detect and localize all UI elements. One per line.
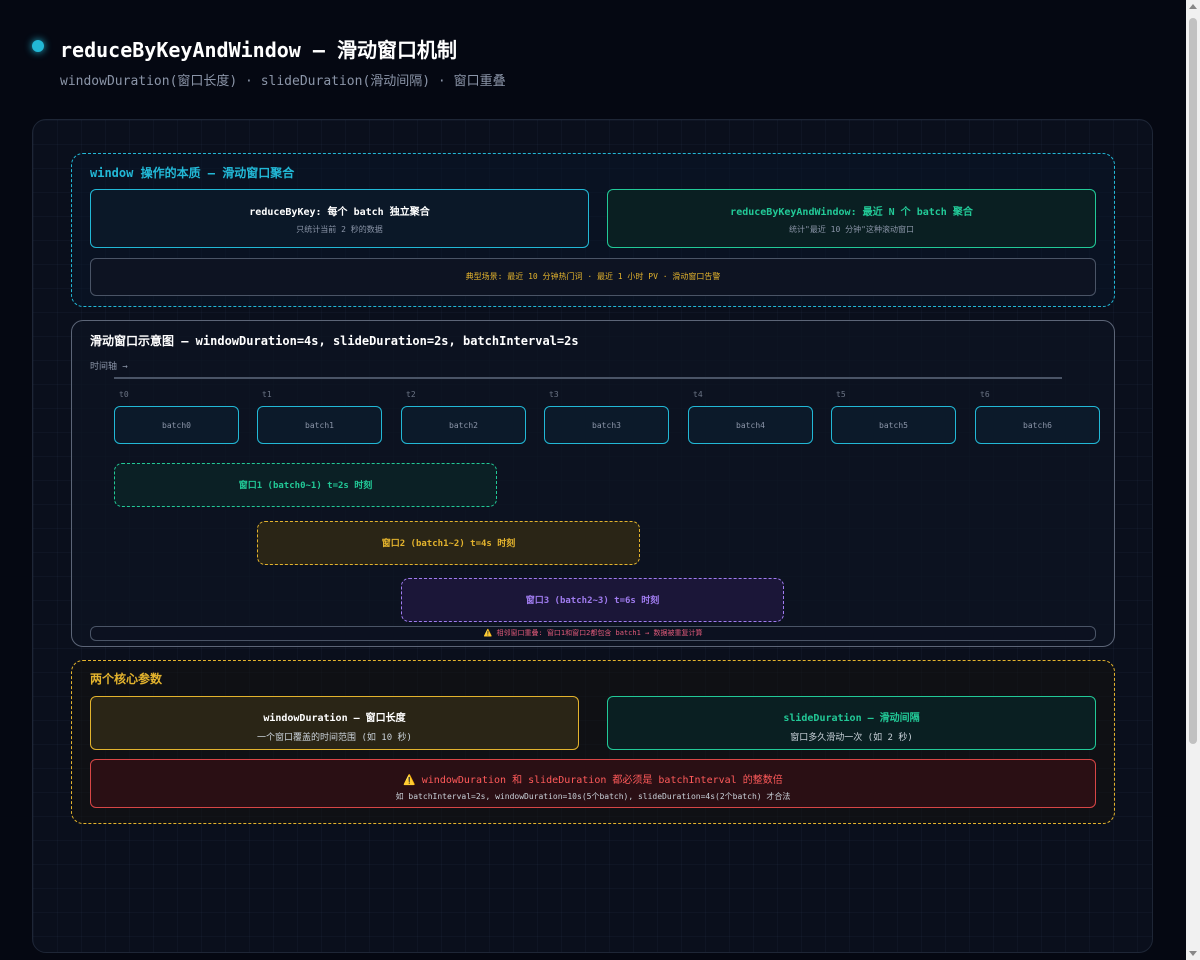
time-axis-label: 时间轴 →: [90, 362, 128, 372]
window-duration-box: windowDuration — 窗口长度 一个窗口覆盖的时间范围 (如 10 …: [90, 696, 579, 750]
tick-label: t1: [262, 390, 272, 399]
slide-duration-title: slideDuration — 滑动间隔: [783, 713, 920, 724]
header-dot: [32, 40, 44, 52]
scrollbar-thumb[interactable]: [1189, 18, 1197, 744]
reducebykey-title: reduceByKey: 每个 batch 独立聚合: [249, 207, 430, 218]
tick-label: t4: [693, 390, 703, 399]
reducebykeyandwindow-desc: 统计"最近 10 分钟"这种滚动窗口: [789, 225, 914, 234]
batch-box: batch1: [257, 406, 382, 444]
page-title: reduceByKeyAndWindow — 滑动窗口机制: [60, 38, 457, 62]
window-duration-desc: 一个窗口覆盖的时间范围 (如 10 秒): [257, 733, 412, 743]
scroll-up-arrow-icon[interactable]: [1189, 4, 1197, 9]
overlap-note: ⚠️ 相邻窗口重叠: 窗口1和窗口2都包含 batch1 → 数据被重复计算: [90, 626, 1096, 641]
batch-box: batch3: [544, 406, 669, 444]
multiple-warning-box: ⚠️ windowDuration 和 slideDuration 都必须是 b…: [90, 759, 1096, 808]
tick-label: t5: [836, 390, 846, 399]
diagram-title: 滑动窗口示意图 — windowDuration=4s, slideDurati…: [90, 334, 579, 348]
essence-title: window 操作的本质 — 滑动窗口聚合: [90, 166, 295, 180]
reducebykey-box: reduceByKey: 每个 batch 独立聚合 只统计当前 2 秒的数据: [90, 189, 589, 248]
reducebykeyandwindow-box: reduceByKeyAndWindow: 最近 N 个 batch 聚合 统计…: [607, 189, 1096, 248]
batch-box: batch5: [831, 406, 956, 444]
params-title: 两个核心参数: [90, 672, 163, 686]
tick-label: t2: [406, 390, 416, 399]
window-2: 窗口2 (batch1~2) t=4s 时刻: [257, 521, 640, 565]
page-scrollbar[interactable]: [1186, 0, 1200, 960]
time-axis-line: [114, 377, 1062, 379]
scenario-box: 典型场景: 最近 10 分钟热门词 · 最近 1 小时 PV · 滑动窗口告警: [90, 258, 1096, 296]
warning-title: ⚠️ windowDuration 和 slideDuration 都必须是 b…: [403, 775, 783, 786]
scroll-down-arrow-icon[interactable]: [1189, 951, 1197, 956]
essence-group: window 操作的本质 — 滑动窗口聚合 reduceByKey: 每个 ba…: [71, 153, 1115, 307]
window-duration-title: windowDuration — 窗口长度: [263, 713, 406, 724]
tick-label: t6: [980, 390, 990, 399]
batch-box: batch6: [975, 406, 1100, 444]
sliding-window-diagram: 滑动窗口示意图 — windowDuration=4s, slideDurati…: [71, 320, 1115, 647]
slide-duration-desc: 窗口多久滑动一次 (如 2 秒): [790, 733, 913, 743]
tick-label: t0: [119, 390, 129, 399]
reducebykey-desc: 只统计当前 2 秒的数据: [296, 225, 383, 234]
batch-box: batch0: [114, 406, 239, 444]
page-subtitle: windowDuration(窗口长度) · slideDuration(滑动间…: [60, 74, 506, 89]
tick-label: t3: [549, 390, 559, 399]
core-params-group: 两个核心参数 windowDuration — 窗口长度 一个窗口覆盖的时间范围…: [71, 660, 1115, 824]
batch-box: batch2: [401, 406, 526, 444]
window-1: 窗口1 (batch0~1) t=2s 时刻: [114, 463, 497, 507]
diagram-canvas: window 操作的本质 — 滑动窗口聚合 reduceByKey: 每个 ba…: [32, 119, 1153, 953]
batch-box: batch4: [688, 406, 813, 444]
slide-duration-box: slideDuration — 滑动间隔 窗口多久滑动一次 (如 2 秒): [607, 696, 1096, 750]
warning-desc: 如 batchInterval=2s, windowDuration=10s(5…: [395, 792, 791, 801]
window-3: 窗口3 (batch2~3) t=6s 时刻: [401, 578, 784, 622]
reducebykeyandwindow-title: reduceByKeyAndWindow: 最近 N 个 batch 聚合: [730, 207, 973, 218]
